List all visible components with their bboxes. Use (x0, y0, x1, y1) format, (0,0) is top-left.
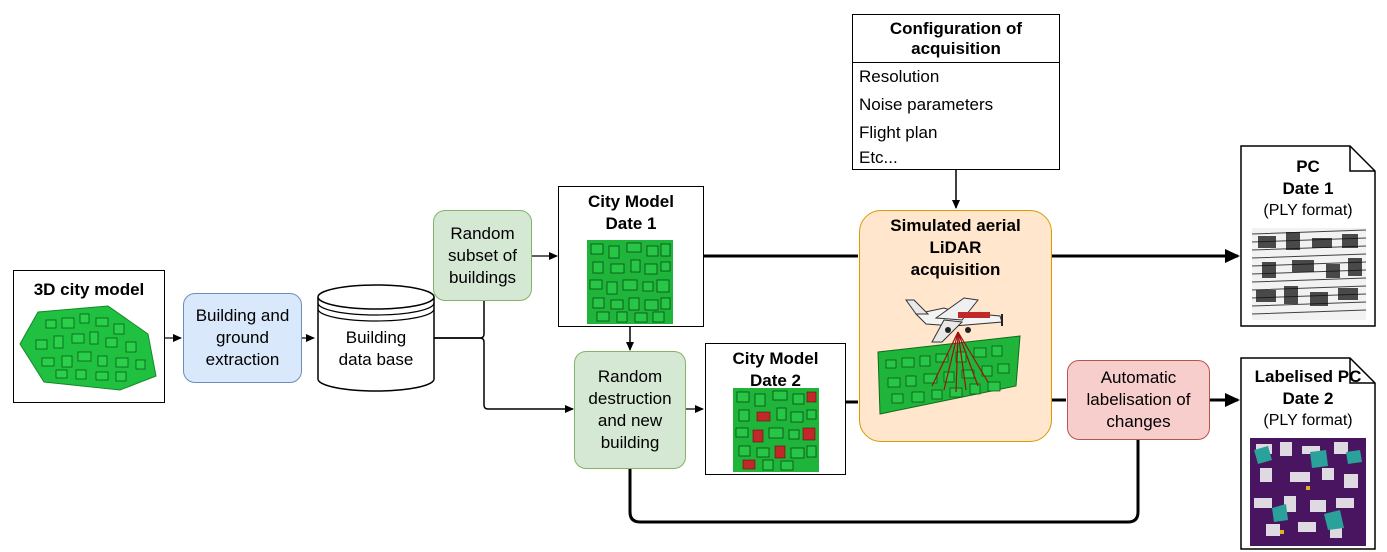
city-model-date2-image (733, 388, 819, 472)
labelised-pc-date2-labels: Labelised PC Date 2 (PLY format) (1240, 362, 1376, 436)
configuration-item: Etc... (859, 148, 898, 167)
arrow-database-to-destruction (434, 337, 574, 413)
random-destruction-line: Random (597, 367, 663, 386)
automatic-labelisation-node: Automatic labelisation of changes (1067, 360, 1210, 440)
building-extraction-node: Building and ground extraction (183, 293, 302, 383)
building-database-cylinder (317, 284, 435, 392)
random-subset-line: subset of (448, 245, 517, 265)
random-destruction-line: building (600, 433, 660, 452)
configuration-item: Noise parameters (859, 95, 994, 114)
pc-date1-subtitle: Date 1 (1282, 179, 1334, 198)
lidar-acquisition-line: Simulated aerial (890, 216, 1021, 235)
random-subset-line: Random (450, 223, 515, 243)
airplane-lidar-image (877, 297, 1021, 415)
building-extraction-line: extraction (205, 350, 280, 369)
city-model-date2-subtitle: Date 2 (749, 371, 802, 390)
configuration-title: Configuration of acquisition (852, 14, 1060, 62)
city-model-date1-subtitle: Date 1 (605, 214, 657, 233)
automatic-labelisation-line: labelisation of (1086, 390, 1191, 409)
city-model-date2-title: City Model (732, 349, 819, 368)
configuration-title-line: Configuration of (889, 18, 1023, 38)
automatic-labelisation-line: changes (1106, 412, 1171, 431)
random-subset-line: buildings (448, 267, 517, 287)
random-destruction-line: and new (597, 411, 663, 430)
building-extraction-line: Building and (195, 306, 290, 325)
labelised-pc-date2-subtitle: Date 2 (1282, 389, 1334, 408)
lidar-acquisition-line: LiDAR (929, 238, 982, 257)
pc-date1-labels: PC Date 1 (PLY format) (1240, 150, 1376, 228)
labelised-pc-date2-title: Labelised PC (1254, 367, 1362, 386)
pc-date1-pointcloud-image (1252, 228, 1366, 320)
pc-date1-format: (PLY format) (1263, 202, 1353, 219)
labelised-pc-date2-format: (PLY format) (1263, 412, 1353, 429)
city-model-date1-image (587, 240, 673, 324)
city-model-3d-image (19, 305, 157, 391)
building-database-label: Building data base (316, 322, 436, 376)
pc-date1-title: PC (1296, 157, 1320, 176)
building-database-line: Building (345, 328, 407, 347)
random-destruction-line: destruction (588, 389, 672, 408)
configuration-item: Resolution (859, 67, 940, 86)
arrow-destruction-to-labelisation (628, 440, 1140, 524)
automatic-labelisation-line: Automatic (1100, 368, 1177, 387)
random-destruction-node: Random destruction and new building (574, 351, 686, 469)
configuration-list: Resolution Noise parameters Flight plan … (852, 62, 1060, 170)
random-subset-node: Random subset of buildings (433, 210, 532, 301)
labelised-pc-date2-image (1250, 438, 1366, 546)
lidar-acquisition-line: acquisition (910, 260, 1001, 279)
configuration-title-line: acquisition (911, 38, 1001, 58)
building-extraction-line: ground (216, 328, 269, 347)
city-model-3d-title: 3D city model (33, 280, 145, 299)
arrow-database-to-subset (434, 300, 485, 339)
configuration-item: Flight plan (859, 123, 938, 142)
building-database-line: data base (338, 350, 414, 369)
city-model-date1-title: City Model (588, 192, 674, 211)
